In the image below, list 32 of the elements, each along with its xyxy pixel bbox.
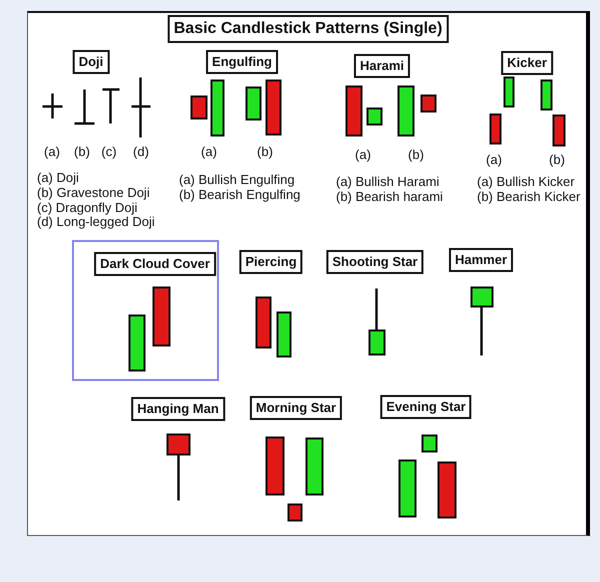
pattern-description: (b) Bearish Kicker bbox=[477, 189, 580, 204]
pattern-description: (a) Bullish Kicker bbox=[477, 174, 575, 189]
pattern-heading: Shooting Star bbox=[326, 250, 424, 274]
pattern-heading: Evening Star bbox=[380, 395, 472, 419]
pattern-description: (b) Bearish Engulfing bbox=[179, 187, 300, 202]
pattern-description: (a) Bullish Harami bbox=[336, 174, 440, 189]
pattern-description: (b) Bearish harami bbox=[336, 189, 443, 204]
option-letter: (b) bbox=[549, 152, 565, 167]
pattern-heading: Hanging Man bbox=[131, 397, 225, 421]
pattern-description: (c) Dragonfly Doji bbox=[37, 200, 138, 215]
pattern-heading: Piercing bbox=[239, 250, 303, 274]
pattern-heading: Dark Cloud Cover bbox=[94, 252, 216, 276]
option-letter: (a) bbox=[486, 152, 502, 167]
option-letter: (a) bbox=[201, 144, 217, 159]
pattern-heading: Hammer bbox=[448, 248, 514, 272]
pattern-heading: Doji bbox=[72, 50, 110, 74]
option-letter: (b) bbox=[257, 144, 273, 159]
pattern-heading: Kicker bbox=[501, 51, 553, 75]
pattern-heading: Harami bbox=[354, 54, 410, 78]
pattern-description: (d) Long-legged Doji bbox=[37, 214, 155, 229]
diagram-title: Basic Candlestick Patterns (Single) bbox=[168, 15, 448, 43]
option-letter: (b) bbox=[74, 144, 90, 159]
option-letter: (b) bbox=[408, 147, 424, 162]
pattern-description: (a) Bullish Engulfing bbox=[179, 172, 295, 187]
option-letter: (d) bbox=[133, 144, 149, 159]
pattern-heading: Morning Star bbox=[250, 396, 342, 420]
pattern-description: (a) Doji bbox=[37, 170, 79, 185]
option-letter: (c) bbox=[101, 144, 117, 159]
option-letter: (a) bbox=[355, 147, 371, 162]
pattern-heading: Engulfing bbox=[206, 50, 278, 74]
option-letter: (a) bbox=[44, 144, 60, 159]
pattern-description: (b) Gravestone Doji bbox=[37, 185, 150, 200]
